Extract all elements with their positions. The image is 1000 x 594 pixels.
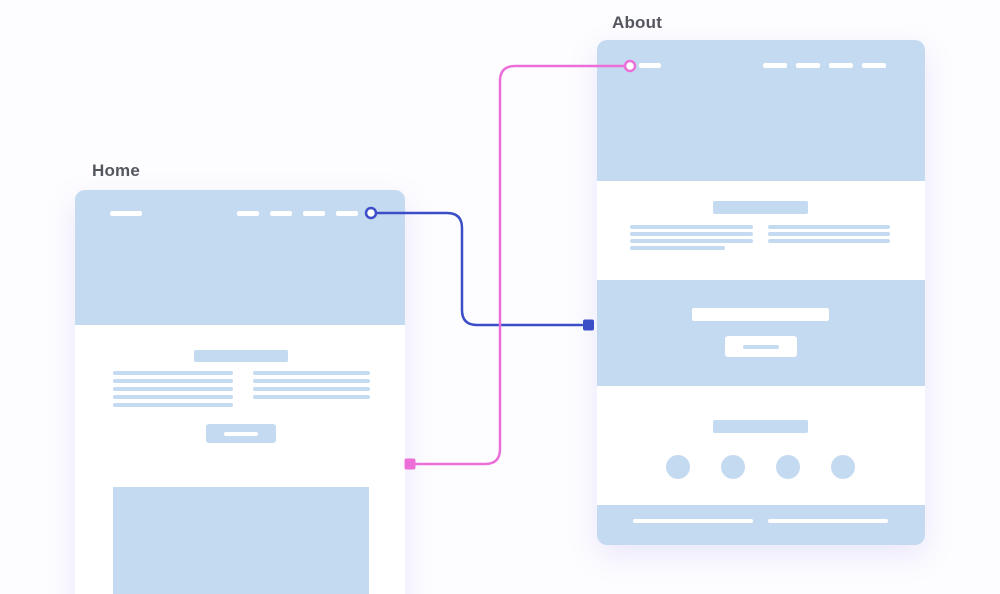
home-text-line bbox=[253, 379, 370, 383]
home-text-line bbox=[113, 379, 233, 383]
connector-pink-start-node[interactable] bbox=[404, 458, 416, 470]
home-text-line bbox=[253, 387, 370, 391]
home-nav-dash bbox=[237, 211, 259, 216]
about-footer-line bbox=[768, 519, 888, 523]
home-text-line bbox=[113, 387, 233, 391]
about-logo-bar bbox=[639, 63, 661, 68]
about-team-heading-bar bbox=[713, 420, 808, 433]
about-heading-bar bbox=[713, 201, 808, 214]
home-cta-button bbox=[206, 424, 276, 443]
about-text-line bbox=[630, 232, 753, 236]
about-text-line bbox=[768, 239, 890, 243]
page-label-home: Home bbox=[92, 161, 141, 180]
home-text-line bbox=[253, 371, 370, 375]
about-avatar-circle bbox=[721, 455, 745, 479]
about-footer-block bbox=[597, 505, 925, 545]
about-cta-heading-bar bbox=[692, 308, 829, 321]
home-text-line bbox=[113, 395, 233, 399]
about-cta-button bbox=[725, 336, 797, 357]
home-cta-label-bar bbox=[224, 431, 258, 436]
connector-blue-end-node[interactable] bbox=[583, 319, 594, 331]
home-text-line bbox=[113, 371, 233, 375]
home-nav-dash bbox=[336, 211, 358, 216]
about-footer-line bbox=[633, 519, 753, 523]
about-text-line bbox=[630, 246, 725, 250]
page-card-about[interactable] bbox=[597, 40, 925, 545]
about-avatar-circle bbox=[831, 455, 855, 479]
page-card-home[interactable] bbox=[75, 190, 405, 594]
about-text-line bbox=[630, 225, 753, 229]
connector-blue-path[interactable] bbox=[376, 211, 584, 327]
about-nav-dash bbox=[796, 63, 820, 68]
home-logo-bar bbox=[110, 211, 142, 216]
about-cta-section bbox=[597, 280, 925, 386]
home-text-line bbox=[253, 395, 370, 399]
about-hero-block bbox=[597, 40, 925, 181]
home-heading-bar bbox=[194, 350, 288, 362]
about-avatar-circle bbox=[666, 455, 690, 479]
home-nav-dash bbox=[303, 211, 325, 216]
about-cta-label-bar bbox=[743, 344, 779, 349]
connector-pink-path[interactable] bbox=[414, 64, 625, 466]
about-nav-dash bbox=[862, 63, 886, 68]
about-text-line bbox=[768, 225, 890, 229]
about-avatar-circle bbox=[776, 455, 800, 479]
home-image-block bbox=[113, 487, 369, 594]
home-text-line bbox=[113, 403, 233, 407]
home-nav-dash bbox=[270, 211, 292, 216]
about-text-line bbox=[630, 239, 753, 243]
about-nav-dash bbox=[829, 63, 853, 68]
about-nav-dash bbox=[763, 63, 787, 68]
page-label-about: About bbox=[612, 13, 663, 32]
about-text-line bbox=[768, 232, 890, 236]
